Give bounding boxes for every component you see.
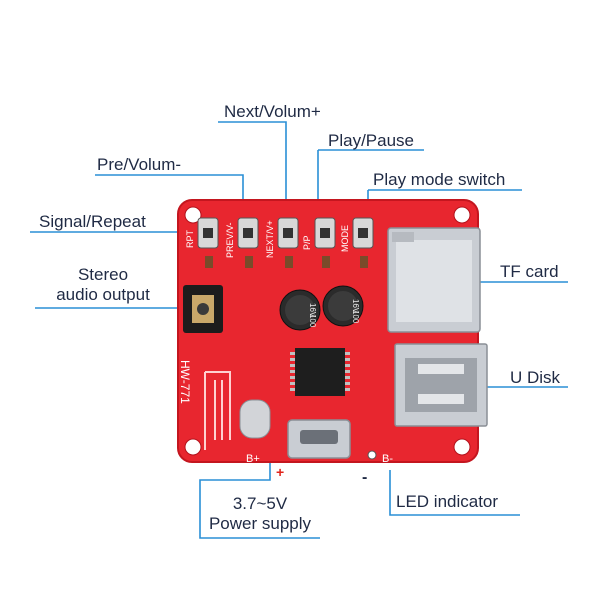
label-play-mode-switch: Play mode switch <box>373 170 506 189</box>
svg-text:16V: 16V <box>308 303 317 318</box>
callout-line-play-pause <box>317 149 424 202</box>
capacitors: 100 16V 100 16V <box>279 285 364 331</box>
capacitor-1: 100 16V <box>279 289 321 331</box>
callout-line-next-volume <box>218 121 287 200</box>
silk-prev: PREV/V- <box>225 222 235 258</box>
label-signal-repeat: Signal/Repeat <box>39 212 146 231</box>
callout-line-power <box>199 460 320 539</box>
button-prev <box>237 217 259 249</box>
label-power-line2: Power supply <box>208 514 312 533</box>
svg-text:100: 100 <box>351 310 360 324</box>
ic-chip <box>290 348 350 396</box>
audio-jack-component <box>183 285 223 333</box>
silk-rpt: RPT <box>185 229 195 248</box>
callout-lines <box>30 121 568 539</box>
micro-usb-port <box>287 419 351 459</box>
label-power-line1: 3.7~5V <box>232 494 288 513</box>
button-play-pause <box>314 217 336 249</box>
button-next <box>277 217 299 249</box>
button-mode <box>352 217 374 249</box>
silk-model: HW-771 <box>178 360 192 404</box>
capacitor-2: 100 16V <box>322 285 364 327</box>
minus-sign: - <box>362 469 367 486</box>
label-stereo-audio-output: Stereo audio output <box>44 265 162 305</box>
label-play-pause: Play/Pause <box>328 131 414 150</box>
crystal <box>239 399 271 439</box>
smd-row <box>205 256 368 268</box>
button-silkscreen: RPT PREV/V- NEXT/V+ P/P MODE <box>185 220 350 258</box>
silk-b-plus: B+ <box>246 453 260 465</box>
label-power-supply: 3.7~5V Power supply <box>198 494 322 534</box>
label-stereo-line1: Stereo <box>77 265 129 284</box>
button-rpt <box>197 217 219 249</box>
label-led-indicator: LED indicator <box>396 492 499 511</box>
usb-a-port <box>394 343 488 427</box>
svg-text:100: 100 <box>308 314 317 328</box>
antenna-trace <box>204 371 231 450</box>
label-stereo-line2: audio output <box>56 285 150 304</box>
svg-text:16V: 16V <box>351 299 360 314</box>
tf-card-slot <box>387 227 481 333</box>
label-tf-card: TF card <box>500 262 559 281</box>
led <box>367 450 377 460</box>
callout-line-pre-volume <box>95 174 244 202</box>
silk-mode: MODE <box>340 225 350 252</box>
tactile-buttons <box>197 217 374 249</box>
label-pre-volume: Pre/Volum- <box>97 155 182 174</box>
callout-line-led <box>389 470 520 516</box>
silk-b-minus: B- <box>382 453 393 465</box>
silk-pp: P/P <box>302 235 312 250</box>
silk-next: NEXT/V+ <box>265 220 275 258</box>
label-next-volume: Next/Volum+ <box>224 102 321 121</box>
label-u-disk: U Disk <box>510 368 561 387</box>
plus-sign: + <box>276 464 284 480</box>
